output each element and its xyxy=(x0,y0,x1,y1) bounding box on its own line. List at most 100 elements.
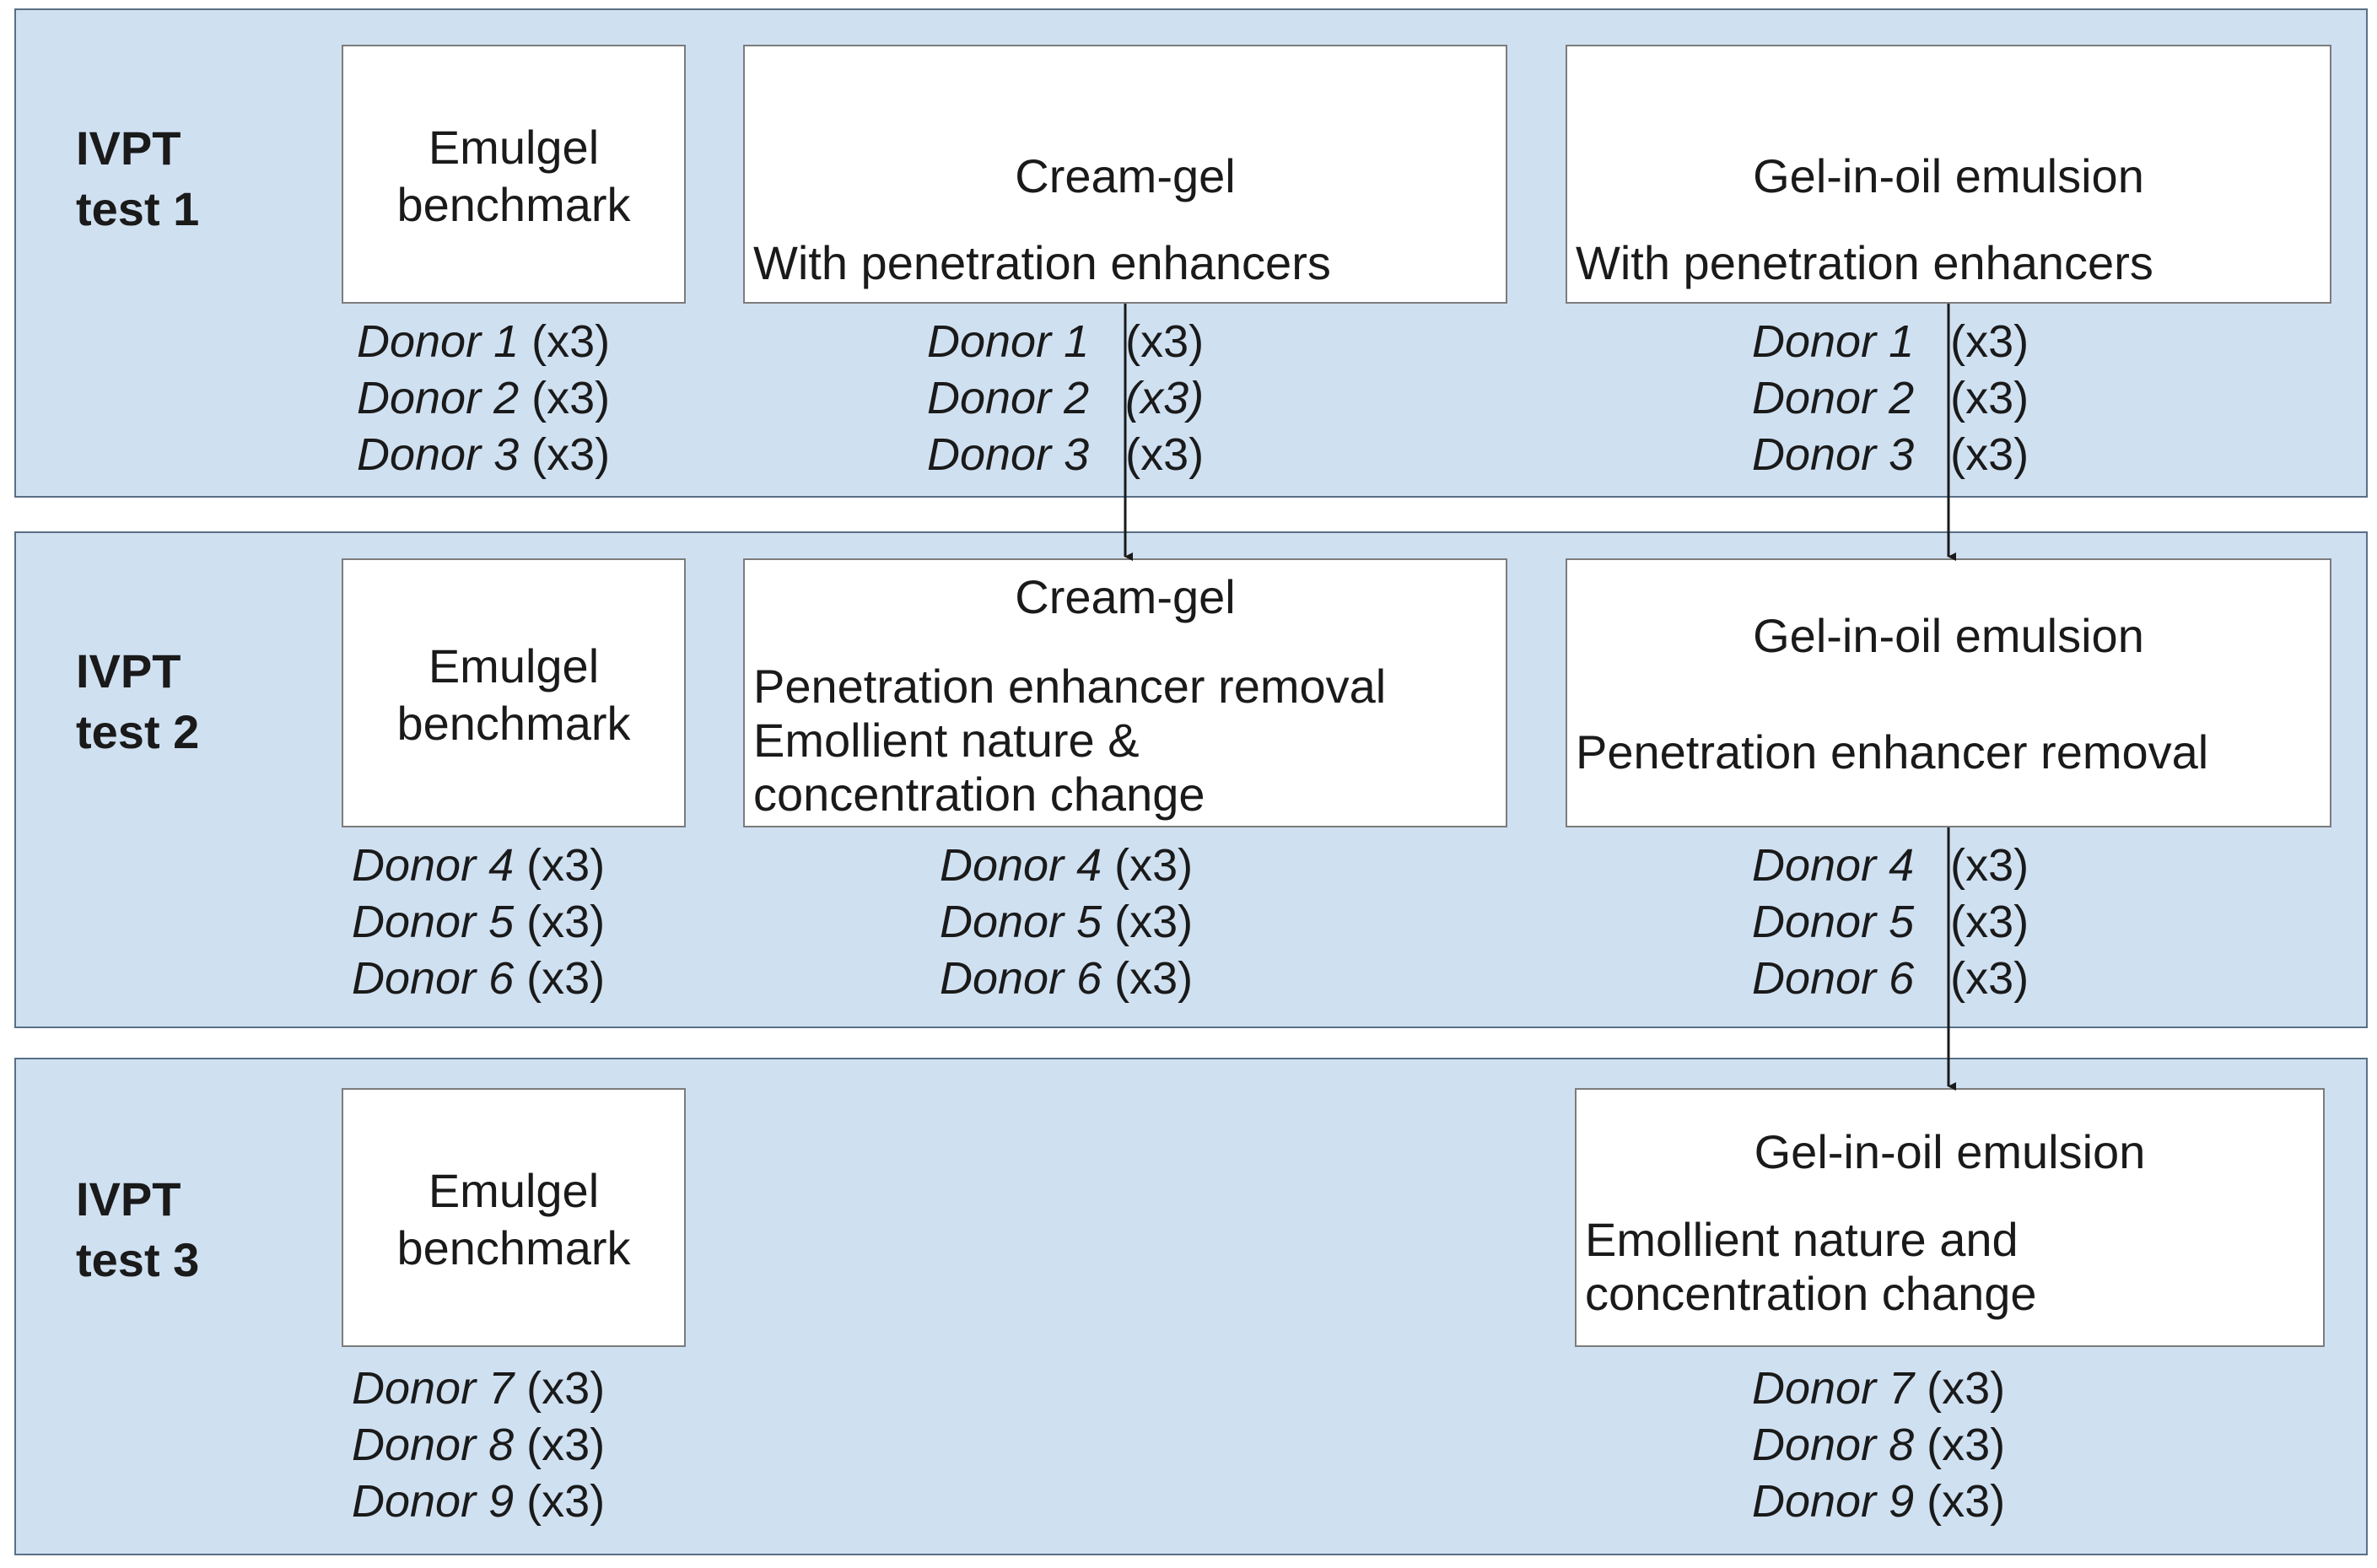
donor-name: Donor 1 xyxy=(357,316,520,367)
donor-count: (x3) xyxy=(1114,840,1194,891)
emulgel-donors-2: Donor 4 (x3) Donor 5 (x3) Donor 6 (x3) xyxy=(352,838,605,1007)
donor-count: (x3) xyxy=(1950,953,2029,1004)
donor-name: Donor 9 xyxy=(1752,1476,1915,1527)
box-line1: Emulgel xyxy=(428,1164,600,1217)
donor-count: (x3) xyxy=(526,953,606,1004)
ivpt-test-2-label: IVPT test 2 xyxy=(76,641,199,762)
donor-name: Donor 5 xyxy=(940,897,1102,947)
donor-entry: Donor 4 (x3) xyxy=(1752,838,2029,894)
donor-name: Donor 4 xyxy=(940,840,1102,891)
cream-gel-box-1: Cream-gel With penetration enhancers xyxy=(743,45,1507,304)
donor-entry: Donor 8 (x3) xyxy=(352,1417,605,1474)
donor-name: Donor 5 xyxy=(1752,897,1915,947)
donor-name: Donor 7 xyxy=(1752,1363,1915,1414)
box-title: Cream-gel xyxy=(1015,149,1236,202)
gel-in-oil-box-2: Gel-in-oil emulsion Penetration enhancer… xyxy=(1566,558,2331,827)
box-line2: benchmark xyxy=(396,178,631,231)
box-line1: Emulgel xyxy=(428,639,600,692)
donor-entry: Donor 5 (x3) xyxy=(940,894,1193,951)
box-desc-line: Penetration enhancer removal xyxy=(753,660,1387,713)
row-label-line1: IVPT xyxy=(76,644,181,698)
donor-count: (x3) xyxy=(1950,429,2029,480)
emulgel-donors-3: Donor 7 (x3) Donor 8 (x3) Donor 9 (x3) xyxy=(352,1361,605,1530)
donor-name: Donor 6 xyxy=(352,953,515,1004)
gel-in-oil-box-3: Gel-in-oil emulsion Emollient nature and… xyxy=(1575,1088,2325,1347)
donor-count: (x3) xyxy=(526,840,606,891)
donor-count: (x3) xyxy=(526,897,606,947)
row-label-line1: IVPT xyxy=(76,1172,181,1226)
gel-in-oil-donors-2: Donor 4 (x3) Donor 5 (x3) Donor 6 (x3) xyxy=(1752,838,2029,1007)
donor-name: Donor 6 xyxy=(940,953,1102,1004)
box-line2: benchmark xyxy=(396,1221,631,1274)
donor-name: Donor 3 xyxy=(357,429,520,480)
emulgel-donors-1: Donor 1 (x3) Donor 2 (x3) Donor 3 (x3) xyxy=(357,314,610,483)
donor-entry: Donor 9 (x3) xyxy=(352,1474,605,1530)
box-desc-line: Emollient nature and xyxy=(1585,1213,2019,1266)
donor-entry: Donor 1 (x3) xyxy=(357,314,610,370)
donor-entry: Donor 1 (x3) xyxy=(1752,314,2029,370)
donor-count: (x3) xyxy=(1114,897,1194,947)
donor-name: Donor 2 xyxy=(1752,373,1915,423)
donor-entry: Donor 1 (x3) xyxy=(927,314,1204,370)
donor-entry: Donor 7 (x3) xyxy=(1752,1361,2005,1417)
ivpt-test-1-label: IVPT test 1 xyxy=(76,118,199,240)
box-title: Gel-in-oil emulsion xyxy=(1753,149,2144,202)
row-label-line1: IVPT xyxy=(76,121,181,175)
cream-gel-donors-1: Donor 1 (x3) Donor 2 (x3) Donor 3 (x3) xyxy=(927,314,1204,483)
gel-in-oil-box-1: Gel-in-oil emulsion With penetration enh… xyxy=(1566,45,2331,304)
donor-count: (x3) xyxy=(1927,1420,2006,1470)
donor-name: Donor 4 xyxy=(352,840,515,891)
donor-entry: Donor 4 (x3) xyxy=(352,838,605,894)
emulgel-benchmark-box-2: Emulgel benchmark xyxy=(342,558,686,827)
donor-entry: Donor 3 (x3) xyxy=(927,427,1204,483)
donor-entry: Donor 2 (x3) xyxy=(357,370,610,427)
donor-name: Donor 8 xyxy=(1752,1420,1915,1470)
donor-count: (x3) xyxy=(1125,316,1205,367)
gel-in-oil-donors-1: Donor 1 (x3) Donor 2 (x3) Donor 3 (x3) xyxy=(1752,314,2029,483)
donor-name: Donor 3 xyxy=(927,429,1090,480)
box-desc-line: Penetration enhancer removal xyxy=(1576,725,2209,779)
box-desc-line: With penetration enhancers xyxy=(753,236,1331,289)
donor-name: Donor 2 xyxy=(357,373,520,423)
donor-entry: Donor 3 (x3) xyxy=(1752,427,2029,483)
donor-count: (x3) xyxy=(1950,840,2029,891)
donor-count: (x3) xyxy=(1125,429,1205,480)
donor-entry: Donor 7 (x3) xyxy=(352,1361,605,1417)
emulgel-benchmark-box-1: Emulgel benchmark xyxy=(342,45,686,304)
donor-name: Donor 1 xyxy=(927,316,1090,367)
cream-gel-box-2: Cream-gel Penetration enhancer removal E… xyxy=(743,558,1507,827)
donor-name: Donor 6 xyxy=(1752,953,1915,1004)
donor-entry: Donor 2 (x3) xyxy=(927,370,1204,427)
donor-count: (x3) xyxy=(1950,373,2029,423)
row-label-line2: test 3 xyxy=(76,1233,200,1286)
row-label-line2: test 2 xyxy=(76,705,200,758)
donor-name: Donor 7 xyxy=(352,1363,515,1414)
donor-count: (x3) xyxy=(1950,316,2029,367)
donor-count: (x3) xyxy=(526,1476,606,1527)
donor-name: Donor 2 xyxy=(927,373,1090,423)
donor-name: Donor 9 xyxy=(352,1476,515,1527)
box-desc-line: concentration change xyxy=(753,768,1205,821)
box-line2: benchmark xyxy=(396,697,631,750)
donor-count: (x3) xyxy=(526,1420,606,1470)
donor-entry: Donor 5 (x3) xyxy=(1752,894,2029,951)
ivpt-test-3-label: IVPT test 3 xyxy=(76,1169,199,1291)
emulgel-benchmark-box-3: Emulgel benchmark xyxy=(342,1088,686,1347)
donor-count: (x3) xyxy=(1950,897,2029,947)
donor-count: (x3) xyxy=(531,373,611,423)
donor-count: (x3) xyxy=(1125,373,1205,423)
donor-count: (x3) xyxy=(531,429,611,480)
donor-entry: Donor 4 (x3) xyxy=(940,838,1193,894)
box-desc-line: With penetration enhancers xyxy=(1576,236,2153,289)
donor-entry: Donor 8 (x3) xyxy=(1752,1417,2005,1474)
donor-name: Donor 5 xyxy=(352,897,515,947)
donor-name: Donor 8 xyxy=(352,1420,515,1470)
donor-entry: Donor 6 (x3) xyxy=(352,951,605,1007)
row-label-line2: test 1 xyxy=(76,182,200,235)
donor-name: Donor 3 xyxy=(1752,429,1915,480)
donor-name: Donor 1 xyxy=(1752,316,1915,367)
donor-name: Donor 4 xyxy=(1752,840,1915,891)
donor-count: (x3) xyxy=(531,316,611,367)
donor-count: (x3) xyxy=(1927,1476,2006,1527)
